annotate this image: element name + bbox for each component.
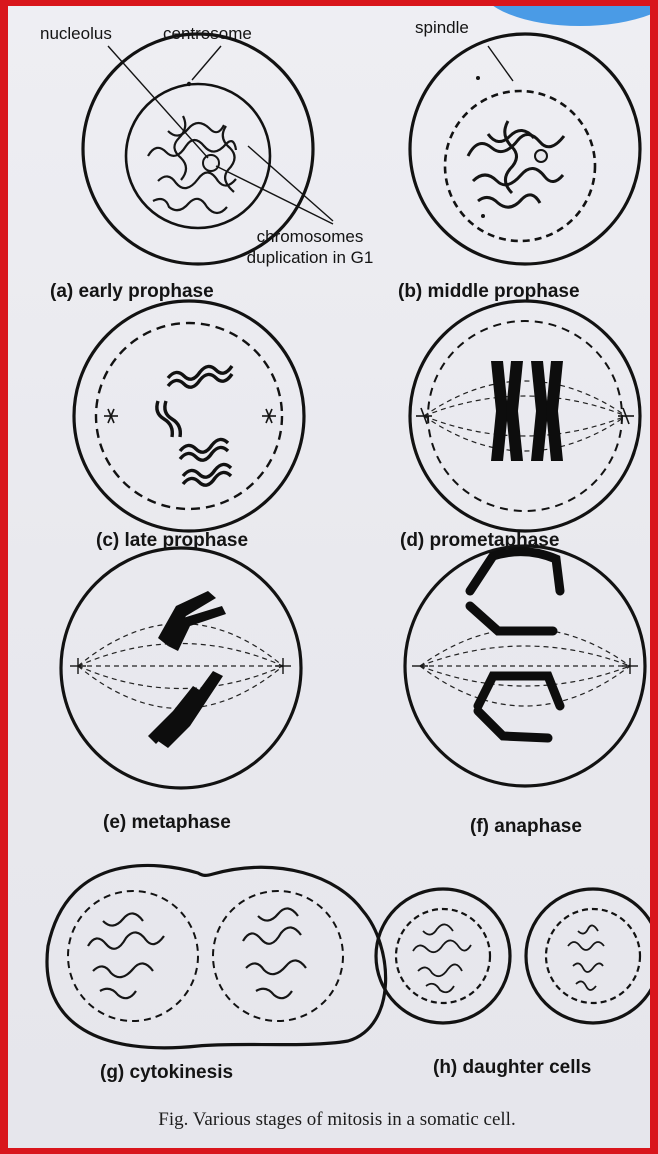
decondensing-chromatin [88, 908, 306, 998]
cell-anaphase [405, 546, 645, 786]
leader-lines [108, 46, 333, 224]
stage-label-h: (h) daughter cells [433, 1057, 591, 1079]
spindle-fibers [420, 629, 630, 707]
cell-prometaphase [410, 301, 640, 531]
centrosome-dot [187, 82, 191, 86]
centriole-left [104, 409, 118, 423]
stage-label-a: (a) early prophase [50, 281, 214, 303]
label-chromosomes-duplication: chromosomes duplication in G1 [240, 226, 380, 268]
stage-label-g: (g) cytokinesis [100, 1062, 233, 1084]
label-nucleolus: nucleolus [40, 24, 112, 44]
label-spindle: spindle [415, 18, 469, 38]
mitosis-diagram [8, 6, 658, 1154]
label-centrosome: centrosome [163, 24, 252, 44]
stage-label-b: (b) middle prophase [398, 281, 580, 303]
cell-daughter-cells [376, 889, 658, 1023]
cell-cytokinesis [47, 865, 386, 1047]
x-chromosomes [491, 361, 563, 461]
spindle-fibers [424, 381, 626, 451]
centriole-right [262, 409, 276, 423]
stage-label-f: (f) anaphase [470, 816, 582, 838]
separating-chromatids [470, 552, 560, 738]
nucleolus-body [203, 155, 219, 171]
figure-caption: Fig. Various stages of mitosis in a soma… [8, 1109, 658, 1131]
cell-late-prophase [74, 301, 304, 531]
chromosome-pairs [157, 366, 232, 485]
stage-label-c: (c) late prophase [96, 530, 248, 552]
cell-metaphase [61, 548, 301, 788]
stage-label-d: (d) prometaphase [400, 530, 559, 552]
chromatin-threads [148, 116, 236, 213]
stage-label-e: (e) metaphase [103, 812, 231, 834]
metaphase-chromosomes [148, 591, 226, 748]
cell-middle-prophase [410, 34, 640, 264]
condensing-chromosomes [468, 121, 564, 207]
